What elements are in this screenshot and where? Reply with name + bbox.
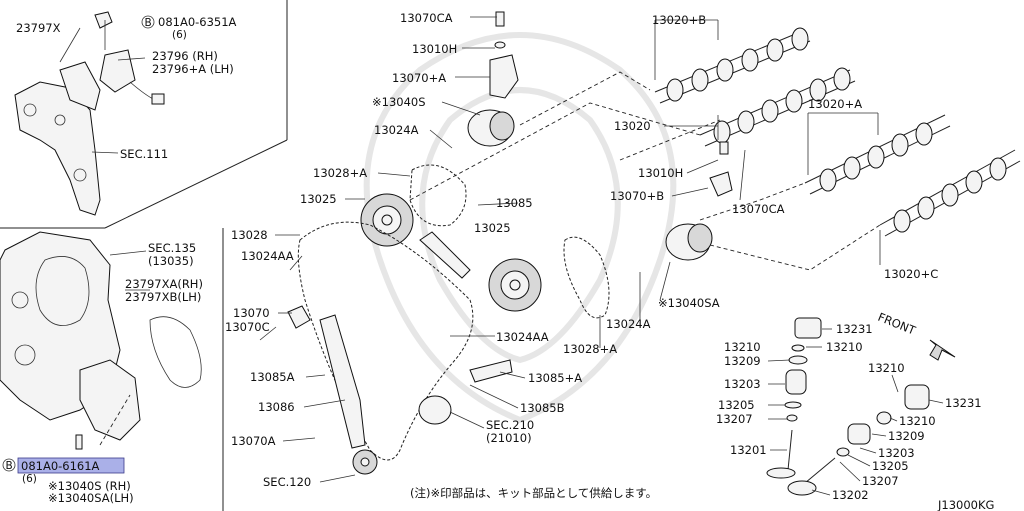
label-13040s-rh: ※13040S (RH) bbox=[48, 479, 131, 493]
label-qty-6-top: (6) bbox=[172, 29, 187, 41]
label-13025-left: 13025 bbox=[300, 192, 337, 206]
camshaft-13020b bbox=[654, 27, 811, 104]
svg-text:B: B bbox=[145, 17, 152, 29]
label-13024aa-mid: 13024AA bbox=[496, 330, 549, 344]
label-13040s: ※13040S bbox=[372, 95, 426, 109]
label-13010h-mid: 13010H bbox=[638, 166, 683, 180]
label-13028: 13028 bbox=[231, 228, 268, 242]
label-13203-b: 13203 bbox=[878, 446, 915, 460]
label-bolt-081a0-6161a: 081A0-6161A bbox=[21, 459, 100, 473]
label-13085b: 13085B bbox=[520, 401, 565, 415]
valve-train-right bbox=[787, 384, 930, 496]
sprocket-13025-mid bbox=[488, 258, 542, 312]
timing-chain-13028a-top bbox=[409, 164, 467, 227]
label-13210-b: 13210 bbox=[826, 340, 863, 354]
crank-sprocket bbox=[352, 449, 378, 475]
label-13020: 13020 bbox=[614, 119, 651, 133]
kit-parts-note: (注)※印部品は、キット部品として供給します。 bbox=[410, 486, 657, 500]
label-13028a-mid: 13028+A bbox=[563, 342, 617, 356]
label-13070ca-mid: 13070CA bbox=[732, 202, 785, 216]
label-13010h-top: 13010H bbox=[412, 42, 457, 56]
camshaft-13020a bbox=[804, 114, 951, 195]
label-sec120: SEC.120 bbox=[263, 475, 311, 489]
label-13086: 13086 bbox=[258, 400, 295, 414]
label-13040sa: ※13040SA bbox=[658, 296, 720, 310]
label-front: FRONT bbox=[876, 310, 919, 338]
label-13070: 13070 bbox=[233, 306, 270, 320]
label-13020b: 13020+B bbox=[652, 13, 706, 27]
label-21010: (21010) bbox=[486, 431, 532, 445]
circle-b-icon-bottom: B bbox=[2, 458, 16, 472]
label-13020a: 13020+A bbox=[808, 97, 862, 111]
sprocket-13040s bbox=[467, 109, 515, 147]
label-13070a-top: 13070+A bbox=[392, 71, 446, 85]
label-sec135: SEC.135 bbox=[148, 241, 196, 255]
label-13024aa-left: 13024AA bbox=[241, 249, 294, 263]
label-sec210: SEC.210 bbox=[486, 418, 534, 432]
label-23797x: 23797X bbox=[16, 21, 61, 35]
label-23796-rh: 23796 (RH) bbox=[152, 49, 218, 63]
label-23797xa-rh: 23797XA(RH) bbox=[125, 277, 203, 291]
tensioner-13070a-top bbox=[489, 11, 733, 197]
label-13231-b: 13231 bbox=[945, 396, 982, 410]
label-13070a-bottom: 13070A bbox=[231, 434, 276, 448]
label-13203-a: 13203 bbox=[724, 377, 761, 391]
circle-b-icon-top: B bbox=[141, 15, 155, 29]
label-13025-mid: 13025 bbox=[474, 221, 511, 235]
label-13202: 13202 bbox=[832, 488, 869, 502]
front-arrow-icon bbox=[929, 339, 956, 361]
label-13085a-mid: 13085+A bbox=[528, 371, 582, 385]
chain-guides bbox=[287, 231, 513, 449]
label-13070b: 13070+B bbox=[610, 189, 664, 203]
label-13035: (13035) bbox=[148, 254, 194, 268]
label-qty-6-bottom: (6) bbox=[22, 473, 37, 485]
timing-chain-13028a-right bbox=[563, 236, 610, 319]
sprocket-13025-left bbox=[360, 193, 414, 247]
label-13024a-top: 13024A bbox=[374, 123, 419, 137]
label-13209-b: 13209 bbox=[888, 429, 925, 443]
watermark-emblem bbox=[363, 32, 677, 424]
label-13207-b: 13207 bbox=[862, 474, 899, 488]
label-13210-c: 13210 bbox=[868, 361, 905, 375]
label-sec111: SEC.111 bbox=[120, 147, 168, 161]
label-13040sa-lh: ※13040SA(LH) bbox=[48, 491, 134, 505]
label-23797xb-lh: 23797XB(LH) bbox=[125, 290, 201, 304]
camshaft-13020c bbox=[879, 149, 1021, 237]
valve-train-left bbox=[766, 317, 822, 479]
label-13085: 13085 bbox=[496, 196, 533, 210]
label-13205-b: 13205 bbox=[872, 459, 909, 473]
label-13024a-mid: 13024A bbox=[606, 317, 651, 331]
label-13020c: 13020+C bbox=[884, 267, 938, 281]
label-13205-a: 13205 bbox=[718, 398, 755, 412]
label-13207-a: 13207 bbox=[716, 412, 753, 426]
svg-text:B: B bbox=[6, 460, 13, 472]
diagram-code: J13000KG bbox=[937, 498, 994, 511]
label-13209-a: 13209 bbox=[724, 354, 761, 368]
sprocket-13040sa bbox=[665, 223, 713, 261]
label-bolt-081a0-6351a: 081A0-6351A bbox=[158, 15, 237, 29]
timing-cover-top-inset bbox=[14, 11, 165, 216]
front-cover-bottom-inset bbox=[0, 231, 202, 474]
label-23796a-lh: 23796+A (LH) bbox=[152, 62, 234, 76]
label-13070ca-top: 13070CA bbox=[400, 11, 453, 25]
leader-lines bbox=[259, 16, 944, 496]
label-13210-d: 13210 bbox=[899, 414, 936, 428]
label-13231-a: 13231 bbox=[836, 322, 873, 336]
inset-frames bbox=[0, 0, 288, 511]
label-13028a-top: 13028+A bbox=[313, 166, 367, 180]
label-13201: 13201 bbox=[730, 443, 767, 457]
label-13070c: 13070C bbox=[225, 320, 270, 334]
alignment-dashed-lines bbox=[409, 71, 881, 271]
label-13085a: 13085A bbox=[250, 370, 295, 384]
part-labels: 23797X B 081A0-6351A (6) 23796 (RH) 2379… bbox=[2, 11, 994, 511]
label-13210-a: 13210 bbox=[724, 340, 761, 354]
